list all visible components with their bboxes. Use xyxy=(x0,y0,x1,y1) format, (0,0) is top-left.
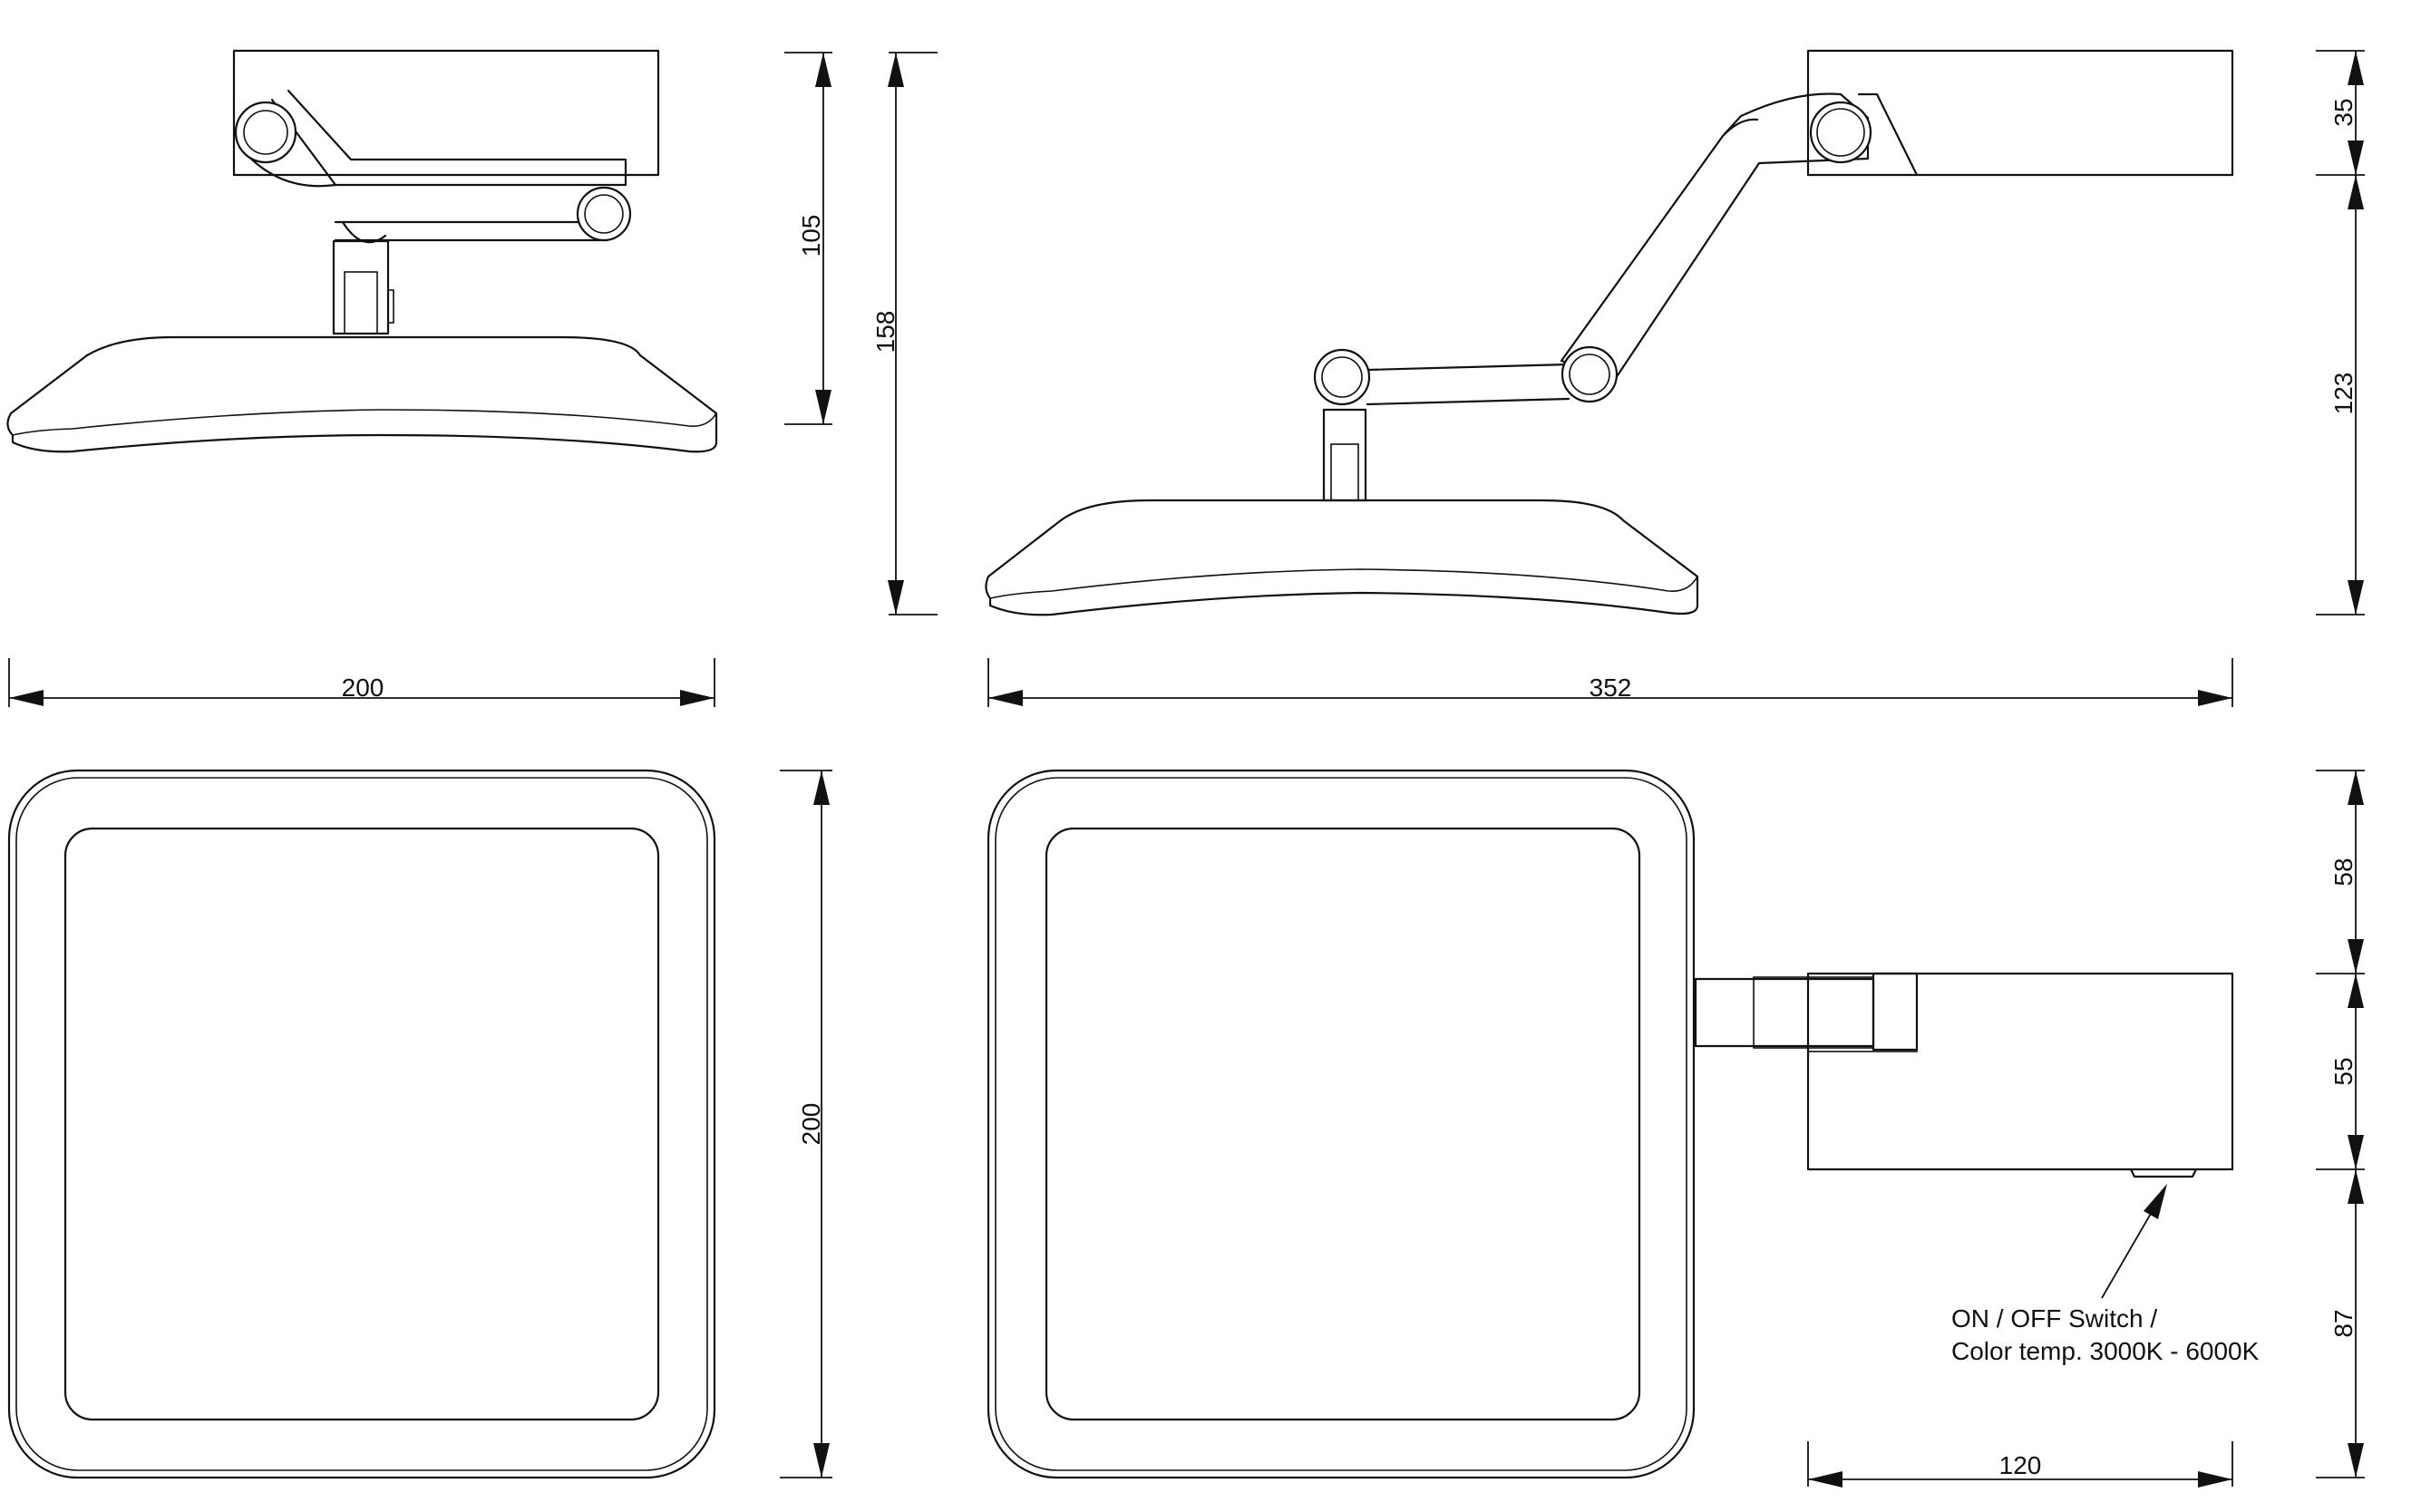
switch-callout-leader xyxy=(2101,1184,2167,1299)
dim-right-top-stack xyxy=(2316,50,2365,615)
dim-label-head-clearance: 87 xyxy=(2329,1309,2358,1337)
dim-front-height xyxy=(888,52,938,615)
plan-view xyxy=(987,769,2234,1479)
top-outer-frame xyxy=(7,769,716,1479)
dim-right-bottom-stack xyxy=(2316,770,2365,1478)
callout-line-1: ON / OFF Switch / xyxy=(1951,1304,2157,1333)
dim-label-side-height: 105 xyxy=(797,215,825,257)
front-upper-arm xyxy=(1560,92,1870,383)
front-lower-arm xyxy=(1366,363,1570,372)
front-lamp-head xyxy=(1806,49,2234,177)
side-post xyxy=(332,239,390,335)
callout-line-2: Color temp. 3000K - 6000K xyxy=(1951,1337,2260,1365)
dim-label-top-square: 200 xyxy=(797,1103,825,1146)
plan-inner-panel xyxy=(1045,827,1641,1421)
front-base-joint xyxy=(1313,348,1371,406)
dim-label-arm-height: 123 xyxy=(2329,373,2358,415)
front-view xyxy=(985,49,2234,616)
dim-label-front-height: 158 xyxy=(871,311,899,354)
front-base xyxy=(985,499,1699,616)
dim-side-height xyxy=(784,52,832,425)
dim-label-head-length: 120 xyxy=(1999,1451,2042,1479)
dim-label-side-width: 200 xyxy=(342,674,384,702)
dim-label-front-width: 352 xyxy=(1590,674,1632,702)
dim-top-square xyxy=(780,770,832,1478)
dim-side-width xyxy=(8,658,715,707)
front-elbow-joint xyxy=(1561,345,1619,403)
dim-front-width xyxy=(987,658,2233,707)
dim-label-head-height: 35 xyxy=(2329,98,2358,126)
dim-label-head-offset: 58 xyxy=(2329,858,2358,886)
top-inner-panel xyxy=(63,827,660,1421)
dim-head-length xyxy=(1807,1441,2233,1488)
plan-arm xyxy=(1694,977,1875,1048)
plan-outer-frame xyxy=(987,769,1696,1479)
plan-lamp-head xyxy=(1806,972,2234,1171)
side-upper-link xyxy=(270,89,627,187)
switch-button xyxy=(2129,1168,2198,1178)
front-head-joint xyxy=(1809,101,1872,164)
top-view xyxy=(7,769,716,1479)
side-view xyxy=(6,49,718,453)
side-top-joint xyxy=(234,101,297,164)
dim-label-head-depth: 55 xyxy=(2329,1057,2358,1085)
front-post xyxy=(1322,408,1367,502)
side-base xyxy=(6,335,718,453)
side-lamp-head xyxy=(232,49,660,177)
